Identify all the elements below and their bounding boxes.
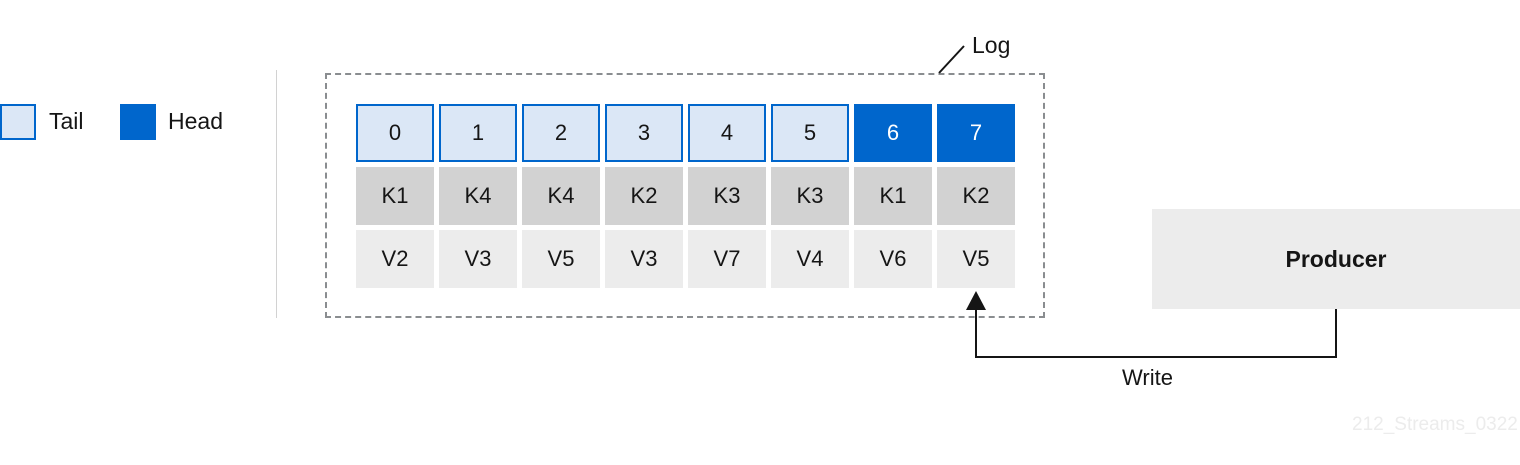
producer-box: Producer — [1152, 209, 1520, 309]
offset-cell: 7 — [937, 104, 1015, 162]
value-cell: V3 — [439, 230, 517, 288]
value-cell: V3 — [605, 230, 683, 288]
write-arrowhead — [966, 291, 986, 310]
log-container — [325, 73, 1045, 318]
tail-legend-label: Tail — [49, 108, 84, 134]
log-label: Log — [972, 32, 1011, 58]
legend-divider — [276, 70, 277, 318]
offset-cell: 1 — [439, 104, 517, 162]
write-label: Write — [1122, 365, 1173, 390]
key-cell: K3 — [771, 167, 849, 225]
value-cell: V4 — [771, 230, 849, 288]
key-cell: K1 — [854, 167, 932, 225]
key-cell: K2 — [605, 167, 683, 225]
offset-cell: 2 — [522, 104, 600, 162]
head-legend-swatch — [120, 104, 156, 140]
head-legend-label: Head — [168, 108, 223, 134]
value-cell: V6 — [854, 230, 932, 288]
value-cell: V5 — [937, 230, 1015, 288]
log-label-leader-line — [938, 45, 965, 74]
offset-cell: 5 — [771, 104, 849, 162]
producer-label: Producer — [1285, 245, 1387, 272]
key-cell: K2 — [937, 167, 1015, 225]
key-cell: K3 — [688, 167, 766, 225]
value-cell: V2 — [356, 230, 434, 288]
diagram-id-watermark: 212_Streams_0322 — [1352, 414, 1518, 435]
key-cell: K1 — [356, 167, 434, 225]
offset-cell: 6 — [854, 104, 932, 162]
tail-legend-swatch — [0, 104, 36, 140]
offset-cell: 0 — [356, 104, 434, 162]
write-arrow-line — [975, 308, 1337, 358]
key-cell: K4 — [522, 167, 600, 225]
offset-cell: 3 — [605, 104, 683, 162]
value-cell: V7 — [688, 230, 766, 288]
value-cell: V5 — [522, 230, 600, 288]
offset-cell: 4 — [688, 104, 766, 162]
key-cell: K4 — [439, 167, 517, 225]
